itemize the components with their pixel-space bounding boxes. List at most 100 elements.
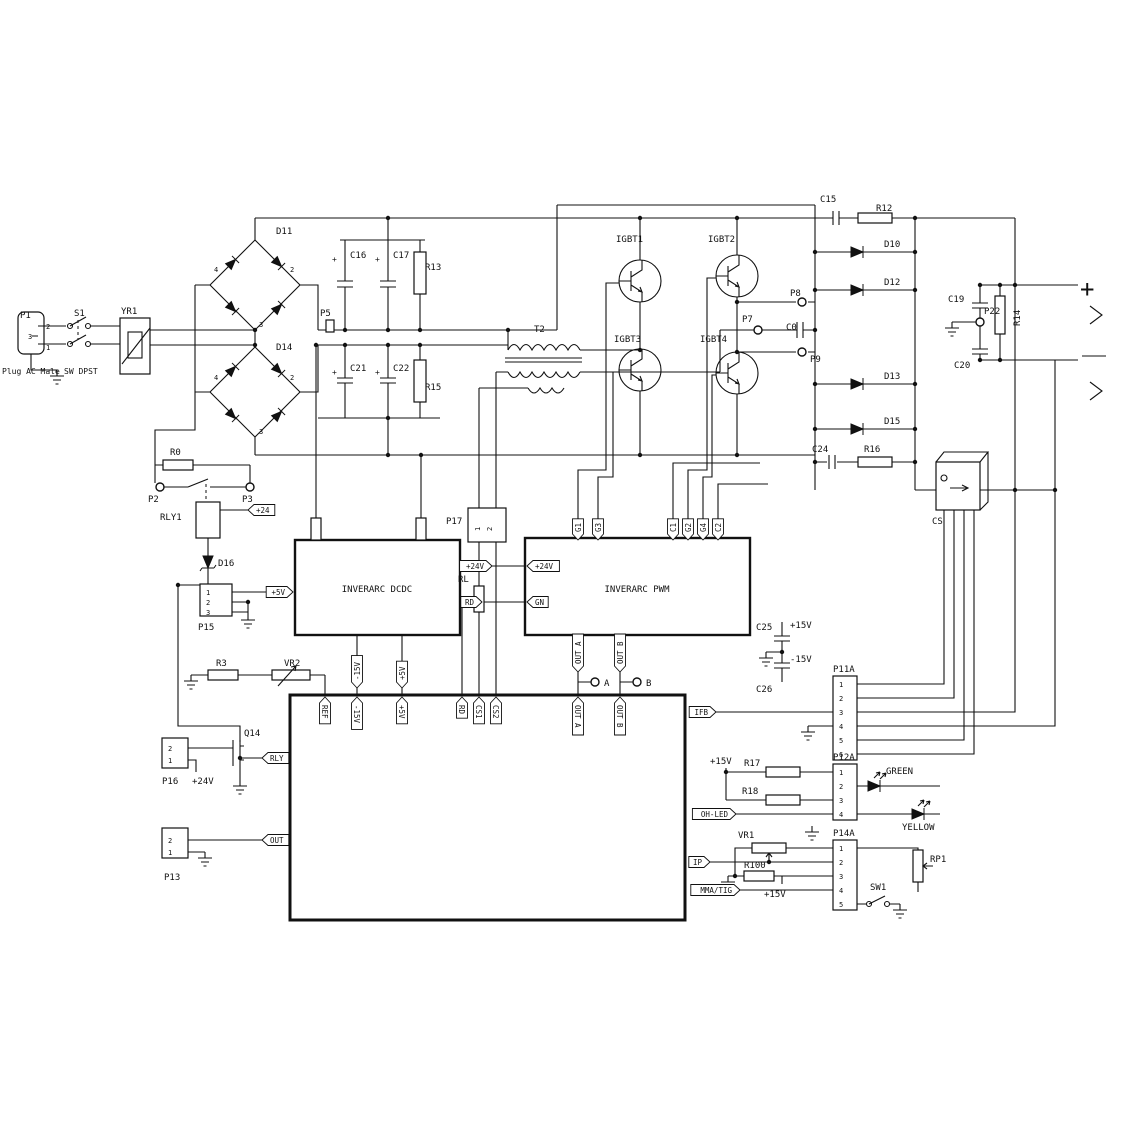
- svg-text:IFB: IFB: [694, 708, 708, 717]
- label-1: 1: [839, 769, 843, 777]
- label-p1: P1: [20, 311, 31, 321]
- ground-symbol: [50, 370, 64, 385]
- label-c20: C20: [954, 361, 970, 371]
- label--: +: [375, 255, 380, 264]
- label-1: 1: [839, 681, 843, 689]
- label-d15: D15: [884, 417, 900, 427]
- svg-text:+5V: +5V: [271, 588, 285, 597]
- svg-text:RD: RD: [457, 705, 466, 715]
- svg-text:G2: G2: [684, 523, 693, 532]
- label-2: 2: [206, 599, 210, 607]
- svg-text:CS1: CS1: [474, 705, 483, 719]
- label-yellow: YELLOW: [902, 823, 935, 833]
- svg-text:+24V: +24V: [466, 562, 485, 571]
- label-igbt3: IGBT3: [614, 335, 641, 345]
- label-inverarc-pwm: INVERARC PWM: [604, 585, 670, 595]
- label-ifb-flag: IFB: [688, 706, 717, 718]
- ground-symbol: [805, 826, 819, 841]
- junction-dot: [385, 415, 391, 421]
- svg-text:+24: +24: [256, 506, 270, 515]
- label-out-a-flag: OUT A: [572, 696, 584, 736]
- diode-d10: [850, 246, 865, 258]
- connector-p16: [161, 737, 189, 769]
- label-sw-dpst: SW DPST: [64, 367, 98, 376]
- label-cs1-flag: CS1: [473, 696, 485, 725]
- label-5: 5: [839, 901, 843, 909]
- label-b: B: [646, 679, 651, 689]
- label-rp1: RP1: [930, 855, 946, 865]
- label-2: 2: [46, 323, 50, 331]
- capacitor-c21: [337, 377, 353, 384]
- transformer-t2: [505, 343, 582, 394]
- junction-dot: [385, 327, 391, 333]
- junction-dot: [342, 342, 348, 348]
- label-d11: D11: [276, 227, 292, 237]
- junction-dot: [417, 342, 423, 348]
- label-yr1: YR1: [121, 307, 137, 317]
- svg-text:CS2: CS2: [491, 705, 500, 719]
- label-igbt4: IGBT4: [700, 335, 727, 345]
- capacitor-c22: [380, 377, 396, 384]
- relay-contact: [187, 478, 209, 488]
- svg-text:OUT B: OUT B: [615, 705, 624, 728]
- potentiometer-vr1: [751, 842, 787, 862]
- label-d16: D16: [218, 559, 234, 569]
- svg-text:MMA/TIG: MMA/TIG: [700, 886, 732, 895]
- label-sw1: SW1: [870, 883, 886, 893]
- capacitor-c17: [380, 280, 396, 288]
- label-2: 2: [486, 527, 494, 531]
- negative-output-terminal: [1082, 355, 1106, 401]
- junction-dot: [237, 755, 243, 761]
- label-p14a: P14A: [833, 829, 855, 839]
- label-c24: C24: [812, 445, 828, 455]
- diode-d13: [850, 378, 865, 390]
- svg-text:OUT: OUT: [270, 836, 284, 845]
- label-c1-flag: C1: [667, 518, 679, 541]
- label-2: 2: [290, 374, 294, 382]
- junction-dot: [912, 287, 918, 293]
- linkage-dashed-lines: [77, 320, 207, 500]
- label-2: 2: [168, 745, 172, 753]
- label-rly1: RLY1: [160, 513, 182, 523]
- resistor-r100: [743, 870, 775, 882]
- junction-dot: [245, 599, 251, 605]
- label--24v: +24V: [192, 777, 214, 787]
- connector-p5: [325, 319, 335, 333]
- label--5v-flag: +5V: [265, 586, 294, 598]
- junction-dot: [912, 426, 918, 432]
- label-mma-tig-flag: MMA/TIG: [690, 884, 741, 896]
- capacitor-c20: [972, 348, 988, 355]
- svg-text:OUT B: OUT B: [616, 641, 625, 664]
- label-out-b-flag: OUT B: [614, 696, 626, 736]
- junction-dot: [385, 215, 391, 221]
- label-g4-flag: G4: [697, 518, 709, 541]
- resistor-r14: [994, 295, 1006, 335]
- label--24v-flag: +24V: [526, 560, 560, 572]
- junction-dot: [734, 349, 740, 355]
- ground-symbol: [945, 322, 959, 337]
- label-cs: CS: [932, 517, 943, 527]
- label-2: 2: [839, 695, 843, 703]
- capacitor-c25: [774, 635, 790, 642]
- label-4: 4: [214, 266, 218, 274]
- junction-dot: [779, 649, 785, 655]
- positive-output-terminal: [1089, 305, 1103, 325]
- junction-dot: [418, 452, 424, 458]
- label-3: 3: [28, 333, 32, 341]
- label-r16: R16: [864, 445, 880, 455]
- connector-p12a: [832, 763, 858, 821]
- label-g1-flag: G1: [572, 518, 584, 541]
- label-3: 3: [839, 797, 843, 805]
- terminal-point: [590, 677, 600, 687]
- label-r14: R14: [1013, 310, 1023, 326]
- junction-dot: [342, 327, 348, 333]
- junction-dot: [175, 582, 181, 588]
- connector-p14a: [832, 839, 858, 911]
- label-rd-flag: RD: [460, 596, 483, 608]
- relay-coil-rly1: [195, 501, 221, 539]
- svg-text:+24V: +24V: [535, 562, 554, 571]
- ground-symbol: [241, 614, 255, 629]
- label-vr1: VR1: [738, 831, 754, 841]
- junction-dot: [732, 873, 738, 879]
